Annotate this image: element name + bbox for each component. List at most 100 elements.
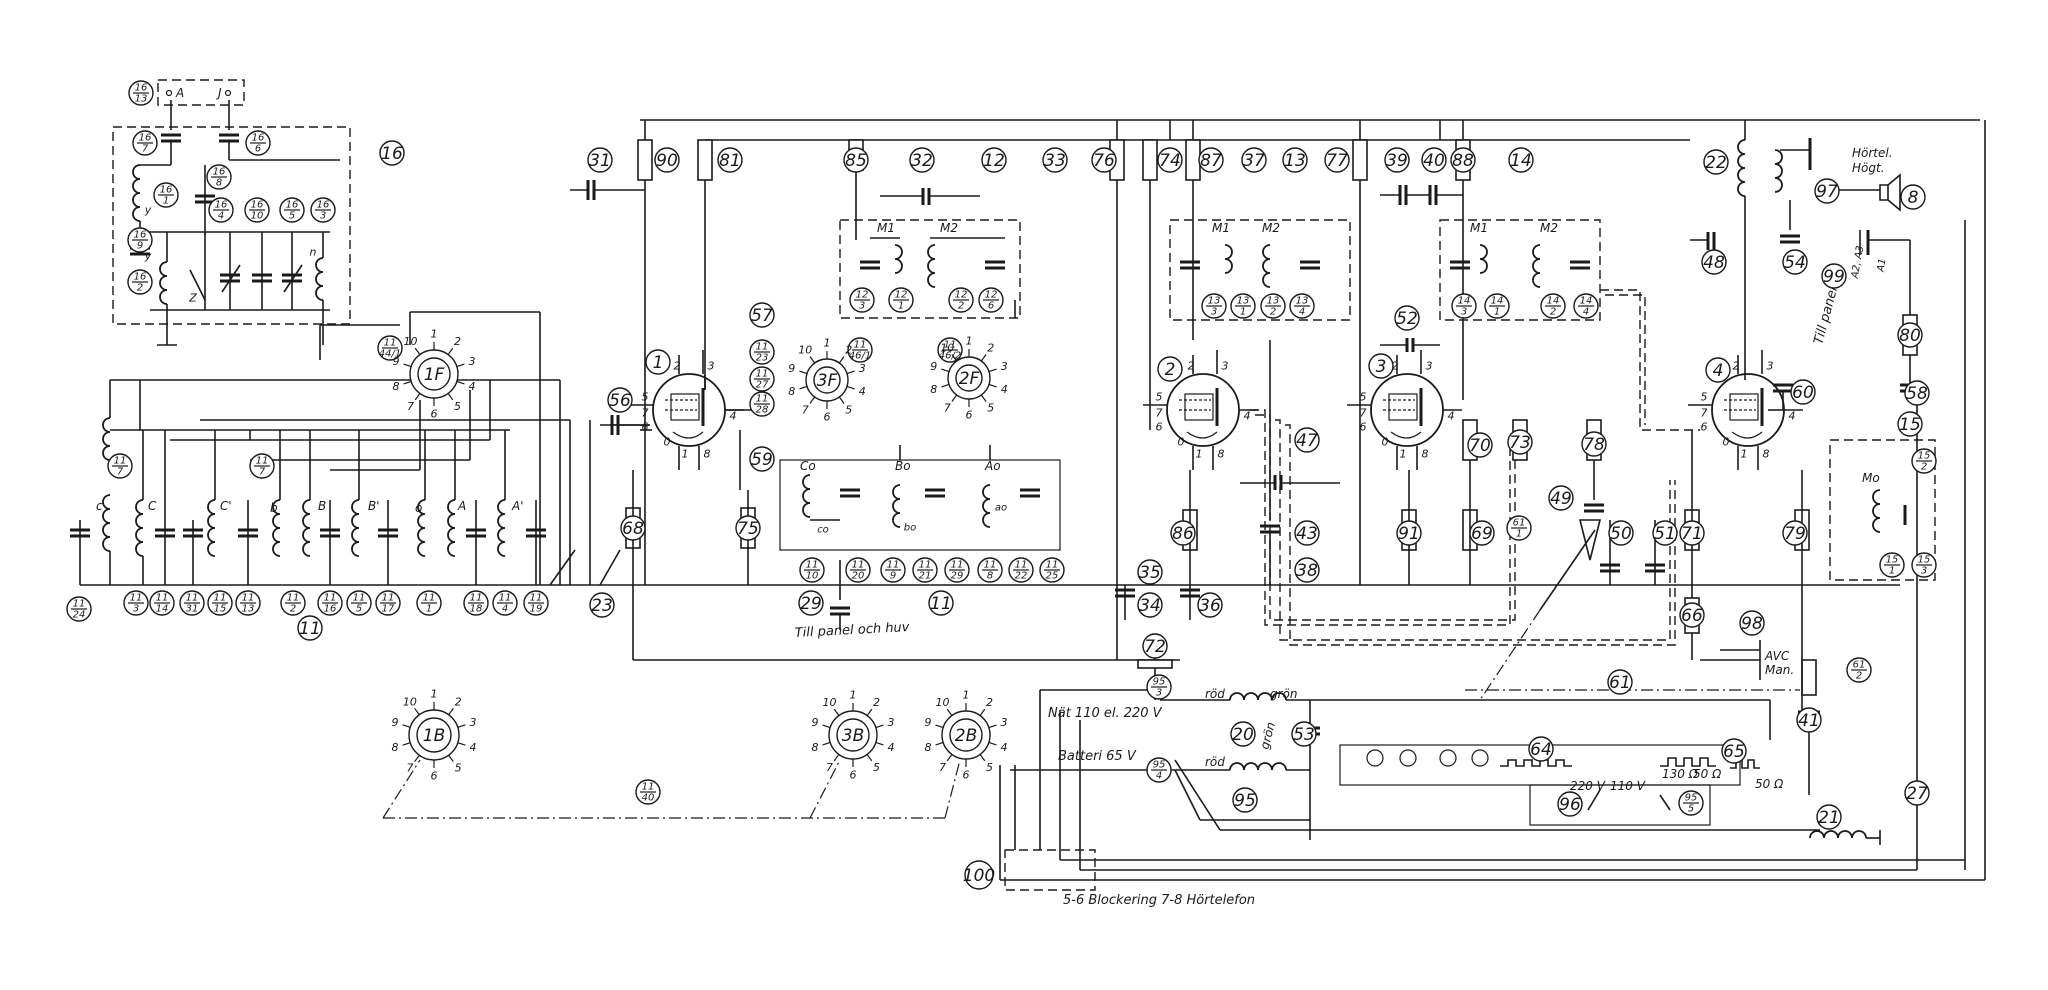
svg-text:12: 12 xyxy=(955,290,968,301)
terminal-label-14-3: 143 xyxy=(1451,293,1477,319)
svg-text:40: 40 xyxy=(1423,151,1445,171)
svg-text:49: 49 xyxy=(1550,489,1572,509)
component-label-69: 69 xyxy=(1469,520,1495,546)
svg-text:13: 13 xyxy=(1284,151,1306,171)
label-ao-small: ao xyxy=(995,503,1007,514)
svg-text:4: 4 xyxy=(730,410,737,423)
terminal-label-11-2: 112 xyxy=(280,590,306,616)
svg-text:72: 72 xyxy=(1144,637,1166,657)
terminal-label-12-6: 126 xyxy=(978,287,1004,313)
svg-text:99: 99 xyxy=(1823,267,1845,287)
component-label-16: 16 xyxy=(379,140,405,166)
svg-text:16: 16 xyxy=(317,200,330,211)
component-label-13: 13 xyxy=(1282,147,1308,173)
svg-text:14: 14 xyxy=(1510,151,1532,171)
note-blockering: 5-6 Blockering 7-8 Hörtelefon xyxy=(1063,893,1255,908)
component-label-68: 68 xyxy=(620,515,646,541)
svg-text:64: 64 xyxy=(1530,740,1552,760)
svg-text:2: 2 xyxy=(674,360,681,373)
svg-text:7: 7 xyxy=(939,761,946,774)
terminal-label-14-4: 144 xyxy=(1573,293,1599,319)
svg-text:48: 48 xyxy=(1703,253,1725,273)
label-hortel: Hörtel. xyxy=(1852,146,1893,160)
terminal-label-16-4: 164 xyxy=(208,197,234,223)
svg-text:4: 4 xyxy=(502,604,508,615)
svg-text:11: 11 xyxy=(852,560,865,571)
terminal-label-11-9: 119 xyxy=(880,557,906,583)
svg-text:23: 23 xyxy=(756,353,769,364)
svg-text:16: 16 xyxy=(286,200,299,211)
component-label-20: 20 xyxy=(1230,721,1256,747)
label-m2-13: M2 xyxy=(1262,221,1280,235)
svg-text:7: 7 xyxy=(944,401,951,414)
svg-text:2: 2 xyxy=(1392,360,1399,373)
svg-text:1: 1 xyxy=(431,328,438,341)
svg-text:13: 13 xyxy=(242,604,255,615)
svg-text:24: 24 xyxy=(73,610,86,621)
svg-text:8: 8 xyxy=(788,385,795,398)
component-label-36: 36 xyxy=(1197,592,1223,618)
svg-text:9: 9 xyxy=(930,360,937,373)
svg-text:3: 3 xyxy=(708,360,715,373)
component-label-70: 70 xyxy=(1467,432,1493,458)
svg-text:3: 3 xyxy=(1461,307,1467,318)
svg-text:80: 80 xyxy=(1899,326,1921,346)
label-220v: 220 V xyxy=(1570,779,1606,793)
svg-text:7: 7 xyxy=(406,762,413,775)
svg-text:0: 0 xyxy=(1178,436,1185,449)
label-Bp: B' xyxy=(368,499,380,513)
svg-text:7: 7 xyxy=(142,144,149,155)
antenna-coil-box-16: y n y Z xyxy=(112,79,351,346)
label-bo-small: bo xyxy=(904,523,916,534)
svg-text:88: 88 xyxy=(1452,151,1474,171)
label-b: b xyxy=(270,501,278,515)
terminal-label-11-7: 117 xyxy=(249,453,275,479)
svg-text:8: 8 xyxy=(704,448,711,461)
svg-text:9: 9 xyxy=(137,241,143,252)
svg-text:4: 4 xyxy=(859,385,866,398)
component-label-60: 60 xyxy=(1790,379,1816,405)
svg-text:56: 56 xyxy=(609,391,631,411)
svg-text:16: 16 xyxy=(135,83,148,94)
label-antenna-a: A xyxy=(175,86,184,100)
label-m1-12: M1 xyxy=(877,221,895,235)
svg-text:23: 23 xyxy=(591,596,613,616)
svg-text:29: 29 xyxy=(951,571,964,582)
svg-text:4: 4 xyxy=(1713,361,1724,381)
shielded-cables xyxy=(1250,289,1700,646)
svg-text:7: 7 xyxy=(407,400,414,413)
svg-text:8: 8 xyxy=(392,741,399,754)
terminal-label-13-3: 133 xyxy=(1201,293,1227,319)
svg-text:8: 8 xyxy=(987,571,993,582)
schematic-notes: Till panel och huv Till panel Nät 110 el… xyxy=(96,86,1893,908)
label-130-ohm: 130 Ω xyxy=(1662,767,1699,781)
svg-text:35: 35 xyxy=(1139,563,1161,583)
svg-text:2F: 2F xyxy=(959,369,980,389)
svg-text:6: 6 xyxy=(1156,421,1163,434)
terminal-label-16-5: 165 xyxy=(279,197,305,223)
svg-text:7: 7 xyxy=(117,467,124,478)
svg-text:3: 3 xyxy=(1211,307,1217,318)
terminal-label-61-1: 611 xyxy=(1506,515,1532,541)
svg-text:11: 11 xyxy=(287,593,300,604)
svg-text:1B: 1B xyxy=(423,726,445,746)
svg-text:3: 3 xyxy=(888,716,895,729)
svg-text:13: 13 xyxy=(1296,296,1309,307)
svg-text:12: 12 xyxy=(895,290,908,301)
tube-4-circuit xyxy=(1684,120,1986,880)
label-m2-12: M2 xyxy=(940,221,958,235)
terminal-label-11-1: 111 xyxy=(416,590,442,616)
svg-text:0: 0 xyxy=(1723,436,1730,449)
label-50-ohm-b: 50 Ω xyxy=(1755,777,1784,791)
component-label-95: 95 xyxy=(1232,787,1258,813)
svg-text:14: 14 xyxy=(156,604,169,615)
svg-text:11: 11 xyxy=(156,593,169,604)
